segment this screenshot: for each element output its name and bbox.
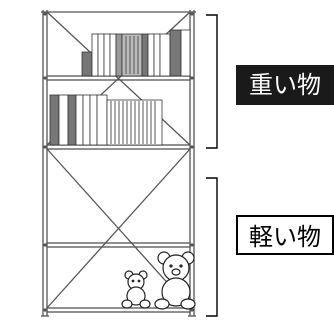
book-icon bbox=[180, 29, 191, 77]
book-icon bbox=[115, 33, 123, 77]
book-icon bbox=[49, 94, 60, 146]
book-icon bbox=[159, 33, 171, 77]
teddy-bear-icon bbox=[154, 251, 196, 310]
books-top-shelf bbox=[81, 29, 191, 77]
book-icon bbox=[82, 94, 91, 146]
book-icon bbox=[147, 33, 155, 77]
book-icon bbox=[81, 51, 93, 77]
book-icon bbox=[91, 33, 99, 77]
teddy-bear-icon bbox=[121, 270, 151, 309]
book-icon bbox=[169, 29, 182, 77]
light-items-label: 軽い物 bbox=[236, 215, 334, 255]
book-icon bbox=[75, 94, 84, 146]
book-icon bbox=[103, 33, 111, 77]
book-icon bbox=[153, 33, 161, 77]
book-icon bbox=[121, 33, 143, 77]
book-icon bbox=[97, 33, 105, 77]
book-icon bbox=[67, 94, 77, 146]
book-icon bbox=[58, 94, 69, 146]
heavy-items-label: 重い物 bbox=[236, 65, 334, 105]
book-icon bbox=[109, 33, 117, 77]
books-second-shelf bbox=[49, 94, 163, 146]
book-icon bbox=[96, 94, 108, 146]
bracket-icon bbox=[206, 14, 218, 317]
book-icon bbox=[141, 33, 149, 77]
book-icon bbox=[89, 94, 98, 146]
